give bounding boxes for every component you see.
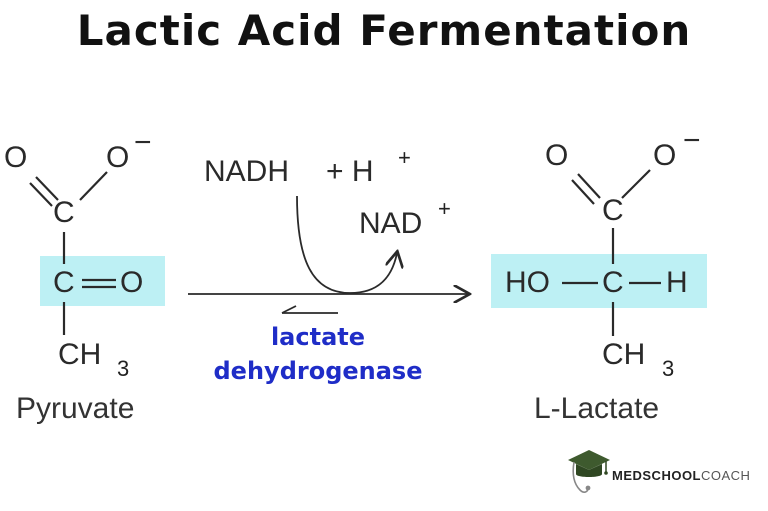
pyruvate-o-minus: O — [106, 141, 130, 174]
lactate-ch: CH — [602, 338, 646, 371]
lactate-bonds — [562, 169, 661, 336]
h-plus-charge: + — [398, 145, 411, 170]
pyruvate-negative-charge: − — [134, 126, 152, 159]
pyruvate-c-mid: C — [53, 266, 75, 299]
brand-wordmark-bold: MEDSCHOOL — [612, 468, 701, 483]
lactate-ho: HO — [505, 266, 550, 299]
plus-h-label: + H — [326, 155, 374, 188]
lactate-label: L-Lactate — [534, 392, 660, 425]
nad-label: NAD — [359, 207, 423, 240]
pyruvate-c-ominus-bond — [79, 171, 108, 201]
enzyme-label-line2: dehydrogenase — [213, 357, 423, 385]
lactate-o-minus: O — [653, 139, 677, 172]
pyruvate-ch: CH — [58, 338, 102, 371]
pyruvate-bonds — [29, 171, 116, 335]
pyruvate-o-keto: O — [120, 266, 144, 299]
pyruvate-label: Pyruvate — [16, 392, 135, 425]
lactate-negative-charge: − — [683, 124, 701, 157]
lactate-c-top: C — [602, 194, 624, 227]
brand-wordmark-light: COACH — [701, 468, 751, 483]
enzyme-label-line1: lactate — [270, 323, 366, 351]
lactate-co-double-bond-b — [571, 179, 595, 205]
pyruvate-co-double-bond-b — [29, 182, 53, 207]
nadh-label: NADH — [204, 155, 290, 188]
reverse-arrow-half-head — [281, 305, 297, 314]
brand-wordmark: MEDSCHOOLCOACH — [612, 468, 750, 483]
lactate-c-mid: C — [602, 266, 624, 299]
lactate-subscript-3: 3 — [662, 356, 675, 381]
nadh-to-nad-curved-arrow — [296, 195, 397, 294]
lactate-o-double: O — [545, 139, 569, 172]
pyruvate-co-double-bond-a — [35, 176, 59, 201]
pyruvate-subscript-3: 3 — [117, 356, 130, 381]
enzyme-label: lactate dehydrogenase — [198, 320, 438, 388]
pyruvate-o-double: O — [4, 141, 28, 174]
lactate-co-double-bond-a — [577, 173, 601, 199]
lactate-hydroxyl-highlight — [491, 254, 707, 308]
graduation-cap-stethoscope-icon — [568, 450, 610, 493]
page-title: Lactic Acid Fermentation — [76, 6, 692, 55]
pyruvate-c-top: C — [53, 196, 75, 229]
lactate-h: H — [666, 266, 688, 299]
lactate-c-ominus-bond — [621, 169, 651, 199]
nad-plus-charge: + — [438, 196, 451, 221]
